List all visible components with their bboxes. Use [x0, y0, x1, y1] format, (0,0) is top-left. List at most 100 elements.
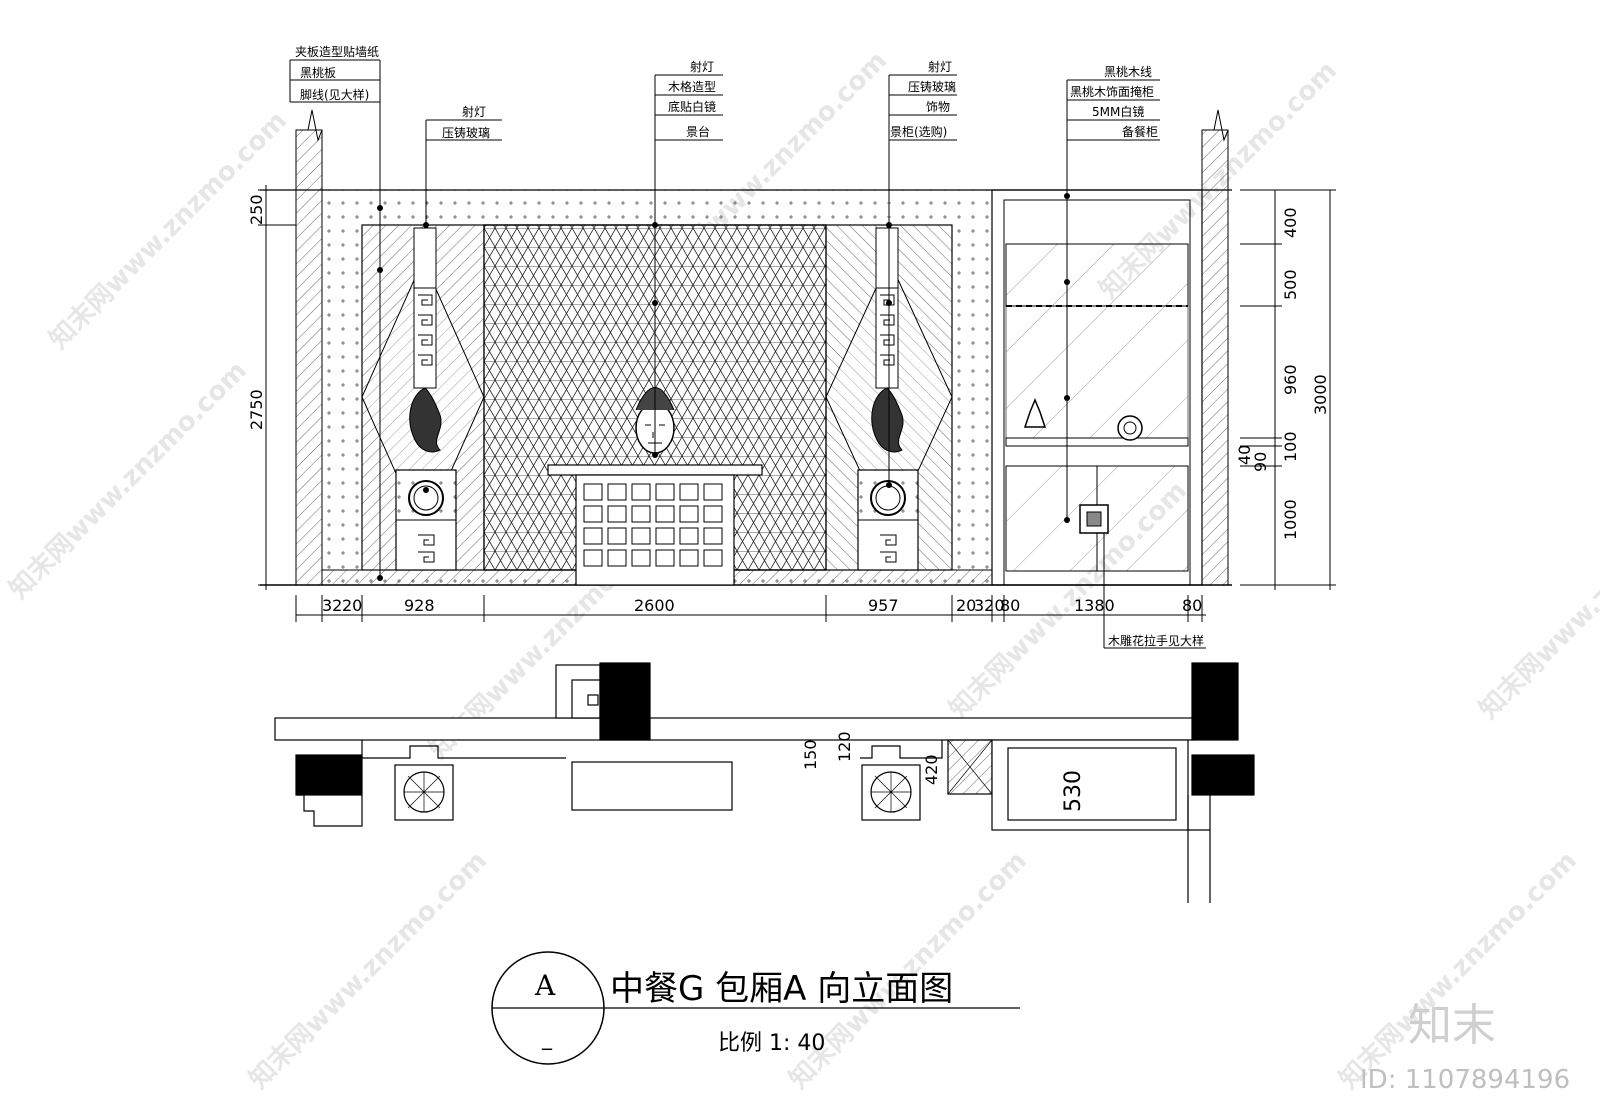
dim-500: 500	[1281, 269, 1300, 300]
dim-90: 90	[1251, 452, 1270, 472]
dim-bottom: 80	[1182, 596, 1202, 615]
drawer-cell	[655, 549, 675, 567]
watermark-site: 知末网www.znzmo.com	[44, 106, 293, 355]
callout-text: 木格造型	[668, 79, 716, 94]
drawer-cell	[607, 483, 627, 501]
title-mark: A	[534, 969, 556, 1002]
callout-text: 压铸玻璃	[442, 125, 490, 140]
dim-1000: 1000	[1281, 499, 1300, 540]
drawer-cell	[631, 483, 651, 501]
callout-cabinet: 黑桃木线 黑桃木饰面掩柜 5MM白镜 备餐柜 木雕花拉手见大样	[1070, 64, 1204, 648]
break-mark	[1202, 109, 1229, 142]
console-top	[547, 464, 763, 476]
drawer-cell	[655, 505, 675, 523]
callout-text: 射灯	[462, 104, 486, 119]
drawer-cell	[655, 527, 675, 545]
drawer-cell	[703, 549, 723, 567]
plan-view	[274, 662, 1255, 903]
title-scale: 比例 1: 40	[718, 1031, 825, 1056]
brand-watermark: 知末 ID: 1107894196	[1360, 1000, 1570, 1095]
callout-center: 射灯 木格造型 底贴白镜 景台	[668, 59, 716, 139]
dim-3000: 3000	[1311, 374, 1330, 415]
sculpture-right	[871, 387, 904, 453]
title-sub: _	[541, 1026, 553, 1050]
dim-120: 120	[835, 731, 854, 762]
dim-bottom: 1380	[1074, 596, 1115, 615]
callout-text: 饰物	[926, 100, 950, 114]
console-drawer-grid	[583, 483, 723, 567]
drawer-cell	[631, 527, 651, 545]
drawer-cell	[607, 549, 627, 567]
callout-text: 夹板造型贴墙纸	[295, 45, 379, 59]
drawer-cell	[583, 483, 603, 501]
watermark-site: 知末网www.znzmo.com	[1334, 846, 1583, 1095]
plan-dimension-texts: 150 120 420 530	[801, 731, 1086, 812]
break-mark	[296, 109, 323, 142]
dim-2750: 2750	[247, 389, 266, 430]
dim-960: 960	[1281, 364, 1300, 395]
callout-right-light: 射灯 压铸玻璃 饰物 景柜(选购)	[890, 59, 956, 139]
drawer-cell	[679, 483, 699, 501]
dim-bottom: 20	[342, 596, 362, 615]
callout-text: 黑桃板	[300, 65, 336, 80]
dim-150: 150	[801, 739, 820, 770]
dim-bottom: 957	[868, 596, 899, 615]
callout-text: 底贴白镜	[668, 99, 716, 114]
drawer-cell	[583, 505, 603, 523]
drawer-cell	[703, 483, 723, 501]
title-main: 中餐G 包厢A 向立面图	[610, 969, 953, 1009]
dim-bottom: 928	[404, 596, 435, 615]
callout-text: 景台	[686, 124, 710, 139]
drawing-title-block: A _ 中餐G 包厢A 向立面图 比例 1: 40	[491, 951, 1020, 1065]
dim-530: 530	[1061, 770, 1086, 812]
callout-text: 黑桃木饰面掩柜	[1070, 84, 1154, 99]
dim-bottom: 20	[956, 596, 976, 615]
callout-text: 5MM白镜	[1092, 104, 1144, 119]
watermark-site: 知末网www.znzmo.com	[1474, 476, 1600, 725]
image-id: ID: 1107894196	[1360, 1065, 1570, 1095]
watermark-site: 知末网www.znzmo.com	[244, 846, 493, 1095]
drawer-cell	[703, 527, 723, 545]
callout-text: 射灯	[690, 59, 714, 74]
drawer-cell	[679, 549, 699, 567]
callout-left-light: 射灯 压铸玻璃	[442, 104, 490, 140]
drawer-cell	[655, 483, 675, 501]
dimension-texts: 250 2750 400 500 960 40 90 100 1000 3000…	[247, 194, 1330, 615]
dimension-lines	[258, 185, 1336, 622]
callout-left-group: 夹板造型贴墙纸 黑桃板 脚线(见大样)	[295, 45, 379, 102]
dim-250: 250	[247, 194, 266, 225]
leader-lines	[289, 59, 1206, 649]
watermark-site: 知末网www.znzmo.com	[4, 356, 253, 605]
drawer-cell	[607, 505, 627, 523]
dim-420: 420	[922, 754, 941, 785]
sculpture-left	[409, 387, 442, 453]
callout-text: 射灯	[928, 59, 952, 74]
dim-bottom: 2600	[634, 596, 675, 615]
left-wall-section	[295, 129, 323, 586]
dim-bottom: 320	[974, 596, 1005, 615]
drawer-cell	[679, 527, 699, 545]
drawer-cell	[607, 527, 627, 545]
callout-text: 景柜(选购)	[890, 124, 947, 139]
callout-text: 脚线(见大样)	[300, 87, 369, 102]
dim-bottom: 32	[322, 596, 342, 615]
drawer-cell	[583, 549, 603, 567]
callout-text: 备餐柜	[1122, 124, 1158, 139]
drawer-cell	[703, 505, 723, 523]
drawer-cell	[631, 549, 651, 567]
dim-bottom: 80	[1000, 596, 1020, 615]
brand-logo: 知末	[1408, 1000, 1496, 1051]
dim-40: 40	[1235, 445, 1254, 465]
drawer-cell	[583, 527, 603, 545]
callout-text: 木雕花拉手见大样	[1108, 633, 1204, 648]
dim-400: 400	[1281, 207, 1300, 238]
callout-text: 黑桃木线	[1104, 64, 1152, 79]
leader-dots	[377, 193, 1070, 581]
drawer-cell	[679, 505, 699, 523]
dim-100: 100	[1281, 431, 1300, 462]
drawer-cell	[631, 505, 651, 523]
sideboard-cabinet	[991, 189, 1203, 586]
callout-text: 压铸玻璃	[908, 79, 956, 94]
right-wall-section	[1201, 129, 1229, 586]
